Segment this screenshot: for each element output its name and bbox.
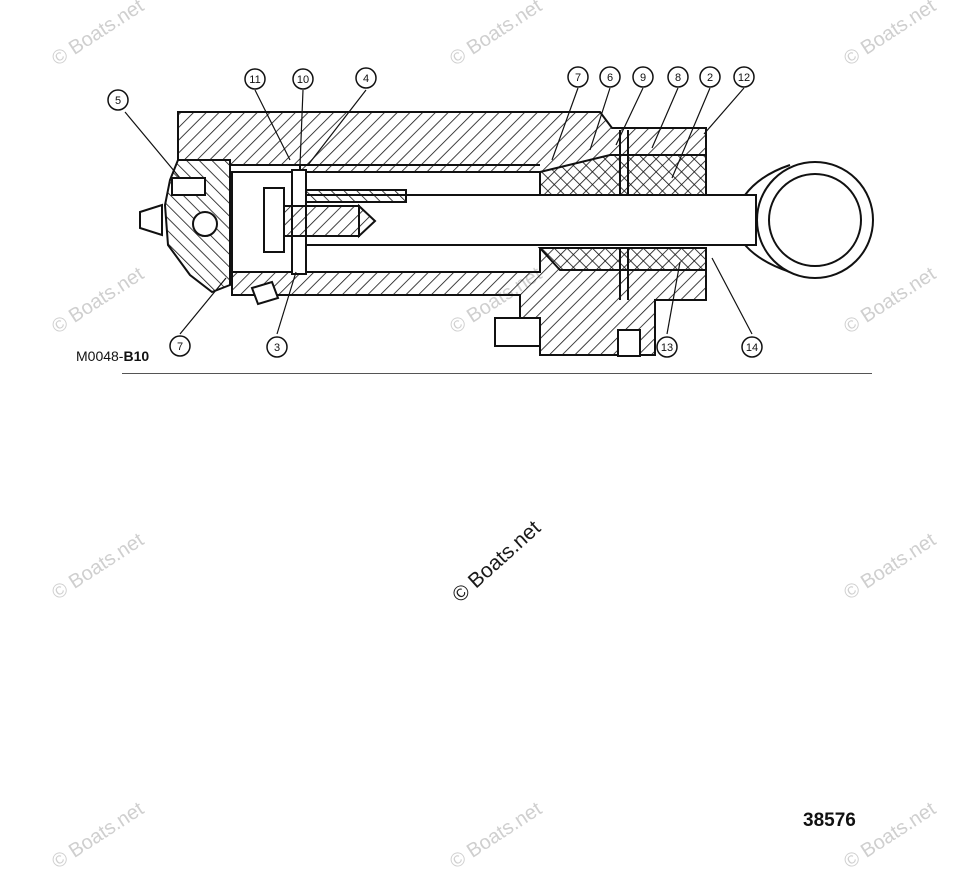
callout-label: 13: [661, 342, 673, 354]
callout-label: 2: [707, 72, 713, 84]
figure-code-prefix: M0048-: [76, 348, 124, 364]
callout-circle: [599, 66, 621, 88]
callout-label: 11: [249, 74, 260, 86]
callout-label: 6: [607, 72, 613, 84]
callout-label: 9: [640, 72, 646, 84]
callout-circle: [733, 66, 755, 88]
callout-circle: [107, 89, 129, 111]
callout-circle: [244, 68, 266, 90]
callout-circle: [656, 336, 678, 358]
callout-circle: [741, 336, 763, 358]
figure-code: M0048-B10: [76, 348, 149, 364]
callout-label: 3: [274, 342, 280, 354]
divider-line: [122, 373, 872, 374]
cylinder-body: [139, 111, 874, 357]
callout-circle: [567, 66, 589, 88]
figure-code-suffix: B10: [123, 348, 150, 364]
callout-leaders: [124, 87, 753, 335]
callout-circle: [667, 66, 689, 88]
callout-circle: [266, 336, 288, 358]
callout-label: 7: [575, 72, 581, 84]
callout-label: 4: [363, 73, 369, 85]
callout-circle: [292, 68, 314, 90]
callout-circle: [699, 66, 721, 88]
callout-circle: [355, 67, 377, 89]
callout-circle: [169, 335, 191, 357]
callout-label: 8: [675, 72, 681, 84]
callout-label: 14: [746, 342, 758, 354]
callout-label: 10: [297, 74, 309, 86]
callout-label: 5: [115, 95, 121, 107]
callout-label: 7: [177, 341, 183, 353]
figure-number: 38576: [803, 810, 856, 831]
callout-label: 12: [738, 72, 750, 84]
callout-circle: [632, 66, 654, 88]
